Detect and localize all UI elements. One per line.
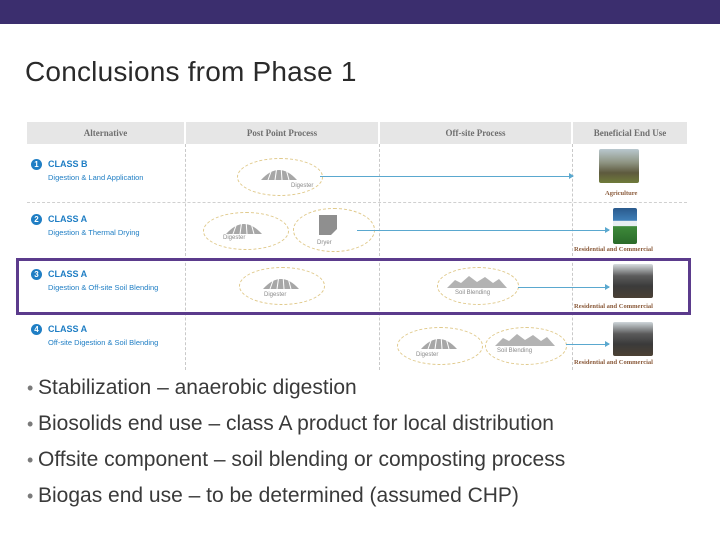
bullet-text: Biosolids end use – class A product for … bbox=[38, 412, 554, 435]
column-divider bbox=[572, 144, 573, 370]
bullet-text: Offsite component – soil blending or com… bbox=[38, 448, 566, 471]
row-class-label: CLASS A bbox=[48, 269, 88, 279]
bullet-item: •Biogas end use – to be determined (assu… bbox=[27, 478, 717, 514]
bullet-marker: • bbox=[27, 378, 34, 398]
bullet-list: •Stabilization – anaerobic digestion •Bi… bbox=[27, 370, 717, 514]
product-bag-photo bbox=[613, 208, 637, 244]
row-class-label: CLASS B bbox=[48, 159, 88, 169]
digester-icon bbox=[226, 219, 262, 235]
column-divider bbox=[379, 144, 380, 370]
row-divider bbox=[27, 202, 687, 203]
bullet-text: Stabilization – anaerobic digestion bbox=[38, 376, 357, 399]
digester-label: Digester bbox=[416, 352, 439, 358]
digester-oval bbox=[397, 327, 483, 365]
row-number-badge: 2 bbox=[31, 214, 42, 225]
bullet-item: •Stabilization – anaerobic digestion bbox=[27, 370, 717, 406]
header-post-point-process: Post Point Process bbox=[186, 122, 378, 144]
alternatives-diagram: Alternative Post Point Process Off-site … bbox=[27, 122, 687, 370]
soil-blending-oval bbox=[485, 327, 567, 365]
soil-blending-label: Soil Blending bbox=[497, 348, 533, 354]
soil-pile-icon bbox=[495, 334, 555, 346]
header-alternative: Alternative bbox=[27, 122, 184, 144]
digester-icon bbox=[421, 334, 457, 350]
dryer-label: Dryer bbox=[317, 240, 332, 246]
bullet-marker: • bbox=[27, 450, 34, 470]
dryer-icon bbox=[319, 215, 337, 235]
header-beneficial-end-use: Beneficial End Use bbox=[573, 122, 687, 144]
row-number-badge: 1 bbox=[31, 159, 42, 170]
bullet-marker: • bbox=[27, 486, 34, 506]
digester-icon bbox=[263, 274, 299, 290]
selected-alternative-highlight bbox=[16, 258, 691, 315]
row-description: Digestion & Land Application bbox=[48, 173, 144, 182]
bullet-item: •Offsite component – soil blending or co… bbox=[27, 442, 717, 478]
bullet-item: •Biosolids end use – class A product for… bbox=[27, 406, 717, 442]
flow-arrow bbox=[320, 173, 574, 179]
row-class-label: CLASS A bbox=[48, 214, 88, 224]
flow-arrow bbox=[357, 227, 610, 233]
bullet-text: Biogas end use – to be determined (assum… bbox=[38, 484, 519, 507]
column-divider bbox=[185, 144, 186, 370]
digester-icon bbox=[261, 165, 297, 181]
end-use-label: Agriculture bbox=[605, 190, 638, 197]
digester-label: Digester bbox=[291, 183, 314, 189]
row-number-badge: 3 bbox=[31, 269, 42, 280]
flow-arrow bbox=[566, 341, 610, 347]
end-use-label: Residential and Commercial bbox=[574, 246, 653, 253]
product-photo bbox=[613, 322, 653, 356]
row-description: Digestion & Thermal Drying bbox=[48, 228, 140, 237]
digester-label: Digester bbox=[264, 292, 287, 298]
product-photo bbox=[613, 264, 653, 298]
row-description: Digestion & Off-site Soil Blending bbox=[48, 283, 159, 292]
row-description: Off-site Digestion & Soil Blending bbox=[48, 338, 159, 347]
bullet-marker: • bbox=[27, 414, 34, 434]
end-use-label: Residential and Commercial bbox=[574, 359, 653, 366]
end-use-label: Residential and Commercial bbox=[574, 303, 653, 310]
soil-blending-label: Soil Blending bbox=[455, 290, 491, 296]
header-off-site-process: Off-site Process bbox=[380, 122, 571, 144]
top-accent-bar bbox=[0, 0, 720, 24]
digester-label: Digester bbox=[223, 235, 246, 241]
agriculture-photo bbox=[599, 149, 639, 183]
flow-arrow bbox=[518, 284, 610, 290]
soil-pile-icon bbox=[447, 276, 507, 288]
slide-title: Conclusions from Phase 1 bbox=[25, 56, 357, 87]
row-class-label: CLASS A bbox=[48, 324, 88, 334]
row-number-badge: 4 bbox=[31, 324, 42, 335]
